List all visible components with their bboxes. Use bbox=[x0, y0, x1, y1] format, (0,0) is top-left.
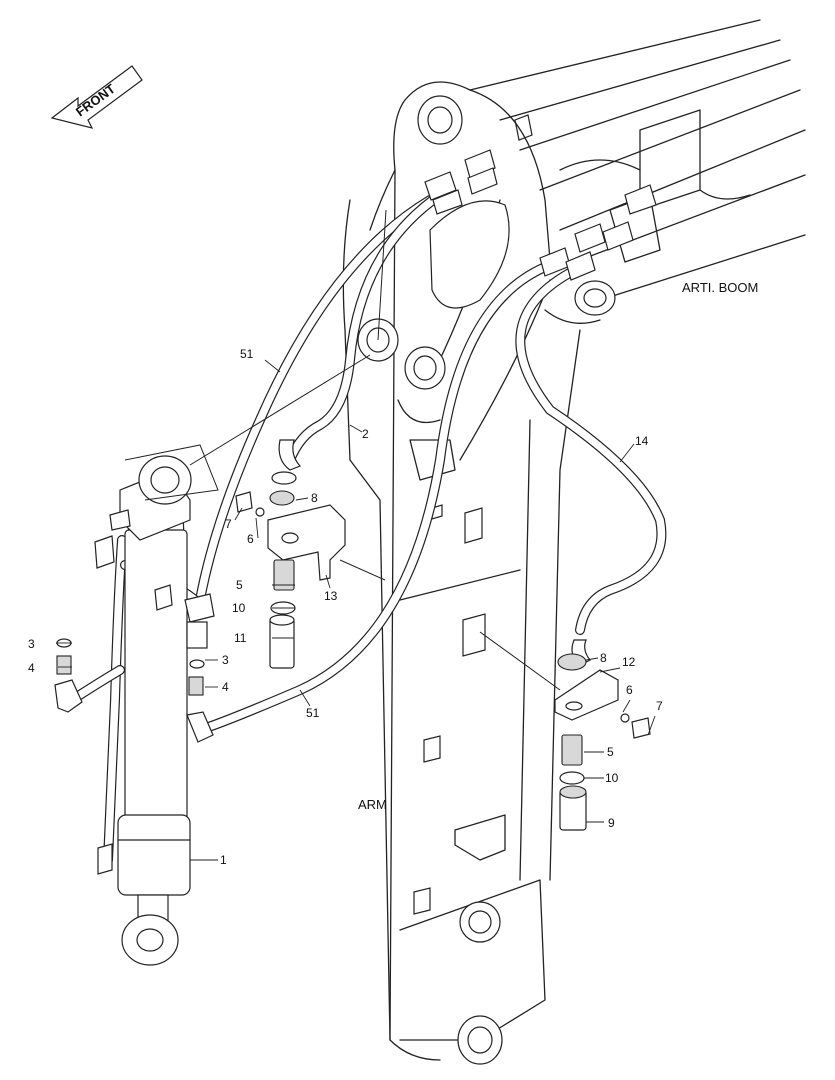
callout-1: 1 bbox=[220, 853, 227, 867]
callout-3-left: 3 bbox=[28, 637, 35, 651]
callout-8-right: 8 bbox=[600, 651, 607, 665]
hose-51-upper bbox=[195, 195, 435, 605]
callout-6-center: 6 bbox=[247, 532, 254, 546]
arm-structure bbox=[342, 81, 581, 1065]
callout-10-right: 10 bbox=[605, 771, 619, 785]
fittings-right-group bbox=[554, 639, 651, 831]
callout-51-lower: 51 bbox=[306, 706, 320, 720]
callout-7-right: 7 bbox=[656, 699, 663, 713]
indication-lines bbox=[124, 209, 561, 691]
hose-2 bbox=[285, 190, 445, 465]
callout-11: 11 bbox=[234, 631, 247, 645]
callout-3-right: 3 bbox=[222, 653, 229, 667]
hose-51-lower bbox=[195, 260, 555, 735]
callout-4-left: 4 bbox=[28, 661, 35, 675]
hose-14 bbox=[515, 265, 667, 635]
callout-51-upper: 51 bbox=[240, 347, 254, 361]
front-arrow: FRONT bbox=[50, 65, 143, 129]
callout-13: 13 bbox=[324, 589, 338, 603]
callout-14: 14 bbox=[635, 434, 649, 448]
callout-labels: 1 2 3 3 4 4 5 5 6 6 7 7 8 8 9 10 10 11 1… bbox=[28, 347, 663, 867]
arti-boom-structure bbox=[469, 19, 806, 324]
callout-2: 2 bbox=[362, 427, 369, 441]
callout-10-center: 10 bbox=[232, 601, 246, 615]
callout-12: 12 bbox=[622, 655, 636, 669]
callout-7-center: 7 bbox=[225, 517, 232, 531]
callout-5-center: 5 bbox=[236, 578, 243, 592]
fittings-center-group bbox=[235, 439, 346, 669]
callout-8-center: 8 bbox=[311, 491, 318, 505]
fittings-left-group bbox=[54, 593, 215, 743]
leader-lines bbox=[56, 359, 656, 861]
arti-boom-label: ARTI. BOOM bbox=[682, 280, 758, 295]
callout-9: 9 bbox=[608, 816, 615, 830]
callout-4-right: 4 bbox=[222, 680, 229, 694]
hose-end-fittings bbox=[424, 149, 634, 281]
callout-6-right: 6 bbox=[626, 683, 633, 697]
arm-cylinder bbox=[94, 455, 192, 966]
arm-label: ARM bbox=[358, 797, 387, 812]
callout-5-right: 5 bbox=[607, 745, 614, 759]
